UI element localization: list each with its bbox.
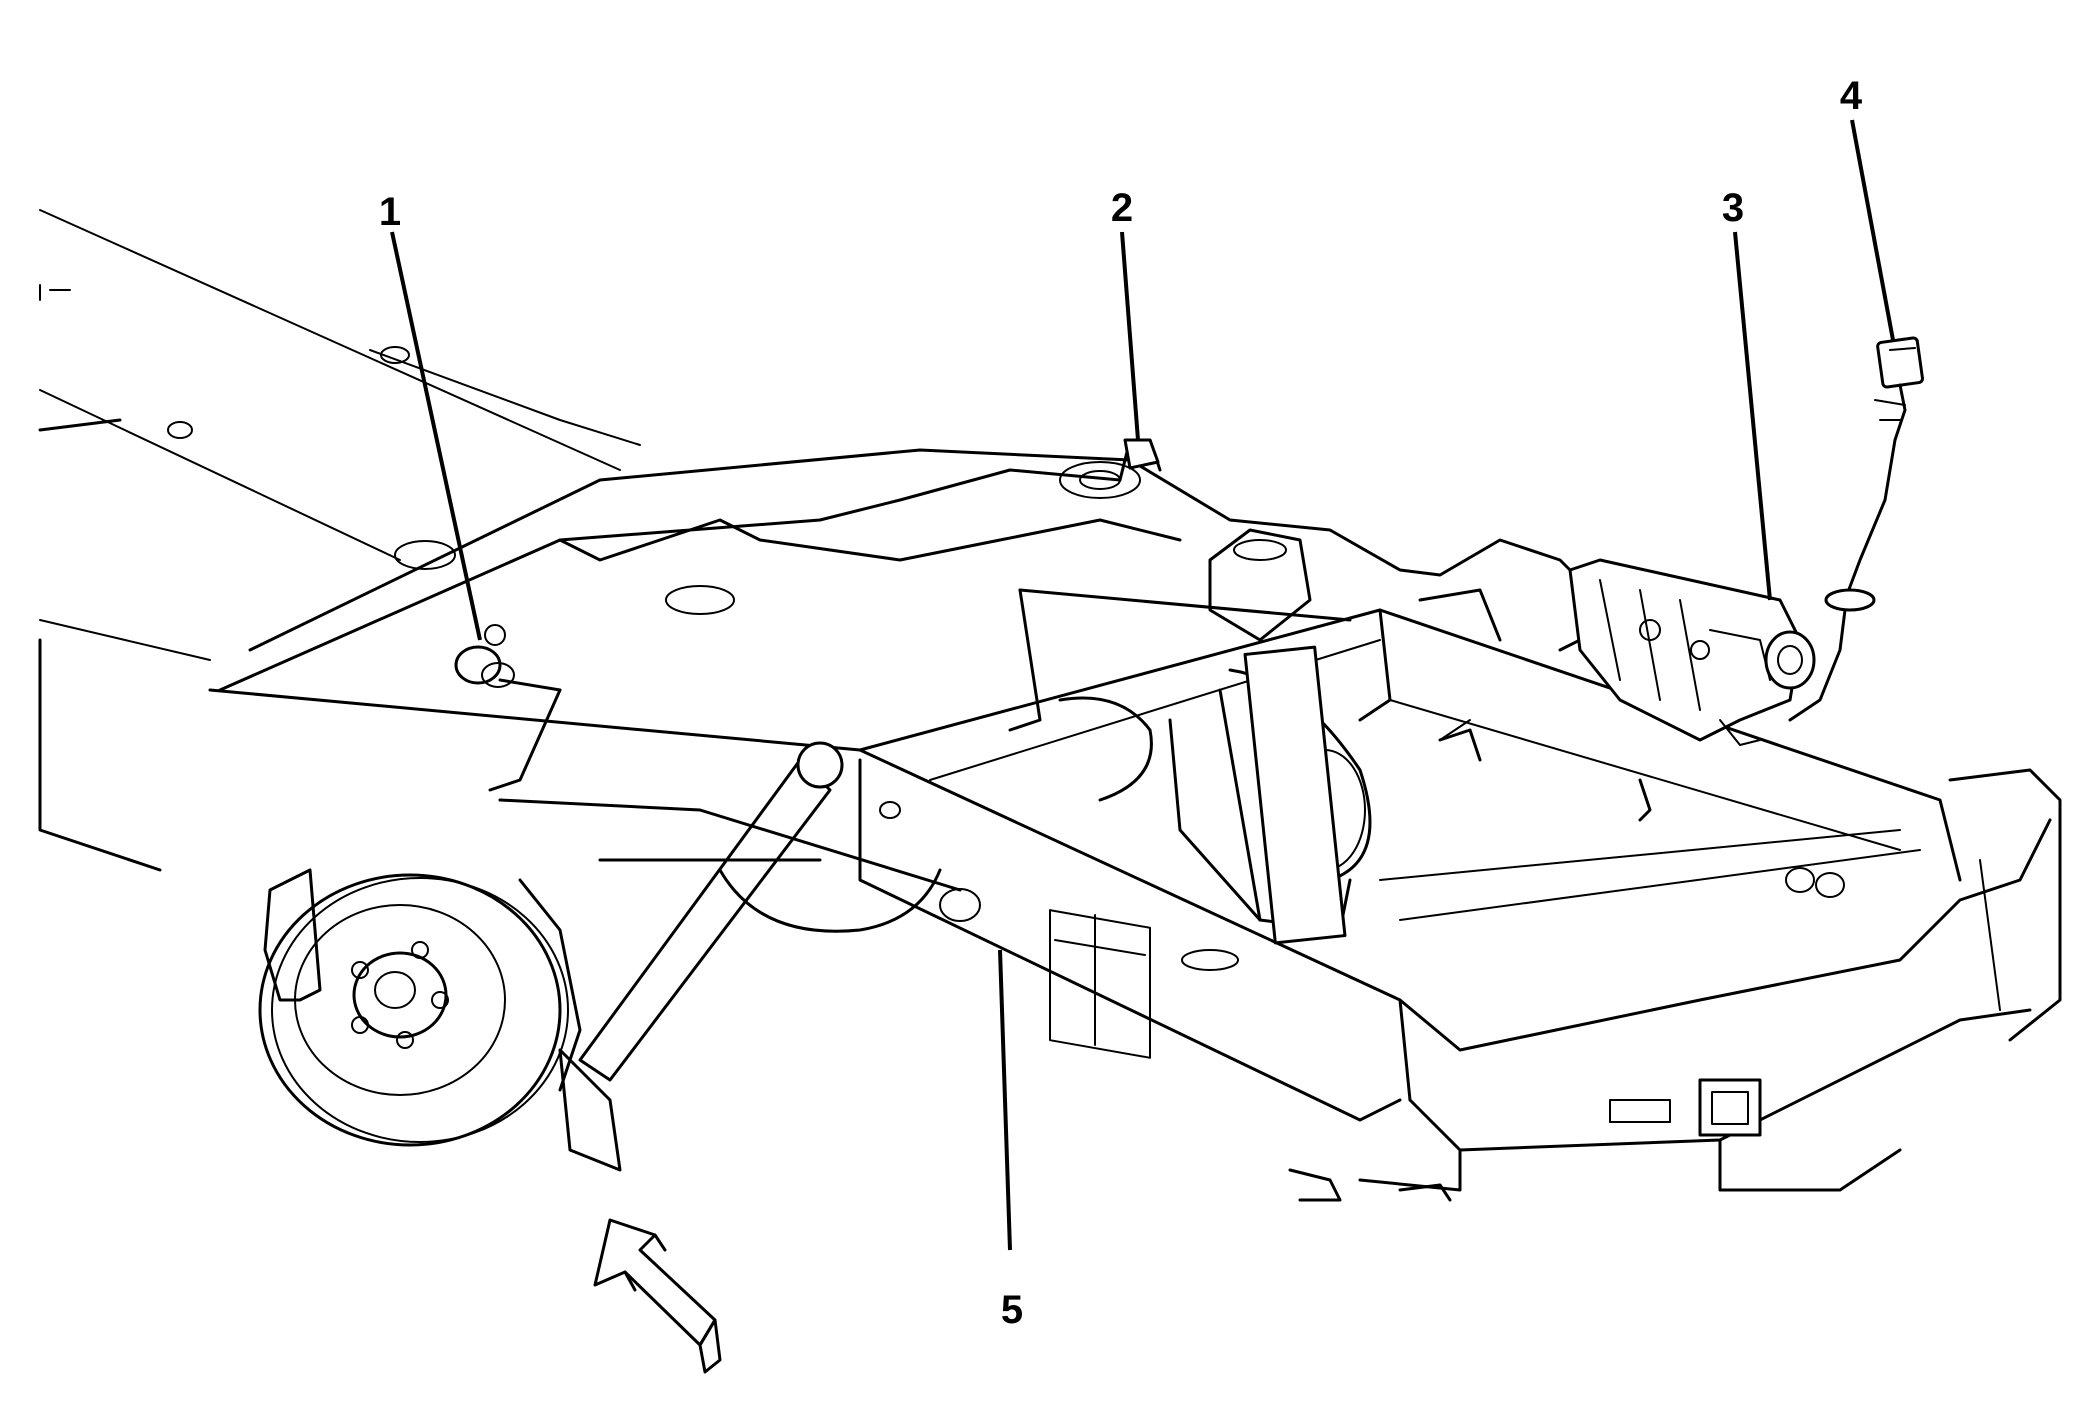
hitch-crossmember [1288,768,2062,1202]
callout-1: 1 [378,190,402,234]
callout-3: 3 [1721,186,1745,230]
brake-rotor [258,868,582,1147]
callout-2: 2 [1110,186,1134,230]
upper-crossmember [218,438,1602,692]
callout-leaders [390,119,1895,1251]
rear-axle-housing [498,588,1372,933]
callout-5: 5 [1000,1288,1024,1332]
front-direction-arrow-icon [593,1218,722,1374]
upper-spring-mount [1123,438,1160,470]
spring-assembly [1008,588,1652,945]
wiring-harness [1788,336,1924,722]
height-sensor [454,624,562,792]
callout-4: 4 [1839,74,1863,118]
air-compressor [1568,558,1816,746]
left-frame-rail [38,209,641,872]
shock-absorber [558,741,844,1172]
